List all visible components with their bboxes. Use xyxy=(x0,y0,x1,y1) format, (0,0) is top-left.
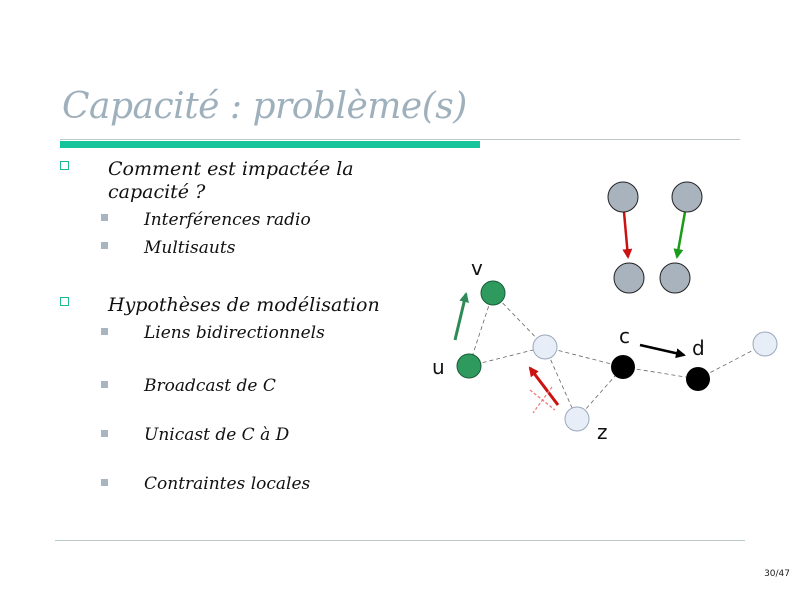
arrow-c-to-d xyxy=(639,343,686,359)
page-number: 30/47 xyxy=(764,569,790,579)
bullet-marker-sub xyxy=(101,479,108,486)
label-c: c xyxy=(619,324,630,348)
bullet-text-line1: Hypothèses de modélisation xyxy=(108,294,380,316)
node-gray xyxy=(659,262,691,294)
bullet-text-line1: Comment est impactée la xyxy=(108,158,354,180)
node-v xyxy=(480,280,506,306)
sub-bullet-text: Multisauts xyxy=(144,238,236,258)
network-edges xyxy=(468,292,766,420)
bullet-marker-sub xyxy=(101,328,108,335)
arrow-z-blocked xyxy=(528,366,560,406)
bullet-marker-sub xyxy=(101,214,108,221)
label-v: v xyxy=(471,256,483,280)
node-gray xyxy=(671,181,703,213)
sub-bullet-text: Unicast de C à D xyxy=(144,425,290,445)
bullet-text-line2: capacité ? xyxy=(108,181,206,203)
label-z: z xyxy=(597,420,608,444)
node-gray xyxy=(607,181,639,213)
node-c xyxy=(611,355,635,379)
title-divider-accent xyxy=(60,141,480,148)
bullet-marker-sub xyxy=(101,381,108,388)
label-d: d xyxy=(692,336,705,360)
bullet-marker-sub xyxy=(101,242,108,249)
title-divider-thin xyxy=(60,139,740,140)
arrow-red-interference xyxy=(622,211,633,259)
sub-bullet-text: Interférences radio xyxy=(144,210,311,230)
node-u xyxy=(456,353,482,379)
node-d xyxy=(686,367,710,391)
sub-bullet-text: Broadcast de C xyxy=(144,376,276,396)
node-light xyxy=(752,331,778,357)
label-u: u xyxy=(432,355,445,379)
footer-divider xyxy=(55,540,745,541)
arrow-green-link xyxy=(673,211,687,259)
bullet-marker-main xyxy=(60,161,69,170)
cross-mark xyxy=(529,386,556,414)
bullet-marker-sub xyxy=(101,430,108,437)
node-z xyxy=(564,406,590,432)
bullet-marker-main xyxy=(60,297,69,306)
sub-bullet-text: Liens bidirectionnels xyxy=(144,323,325,343)
slide-title: Capacité : problème(s) xyxy=(62,86,467,127)
node-light xyxy=(532,334,558,360)
sub-bullet-text: Contraintes locales xyxy=(144,474,311,494)
node-gray xyxy=(613,262,645,294)
arrow-u-to-v xyxy=(453,292,470,341)
